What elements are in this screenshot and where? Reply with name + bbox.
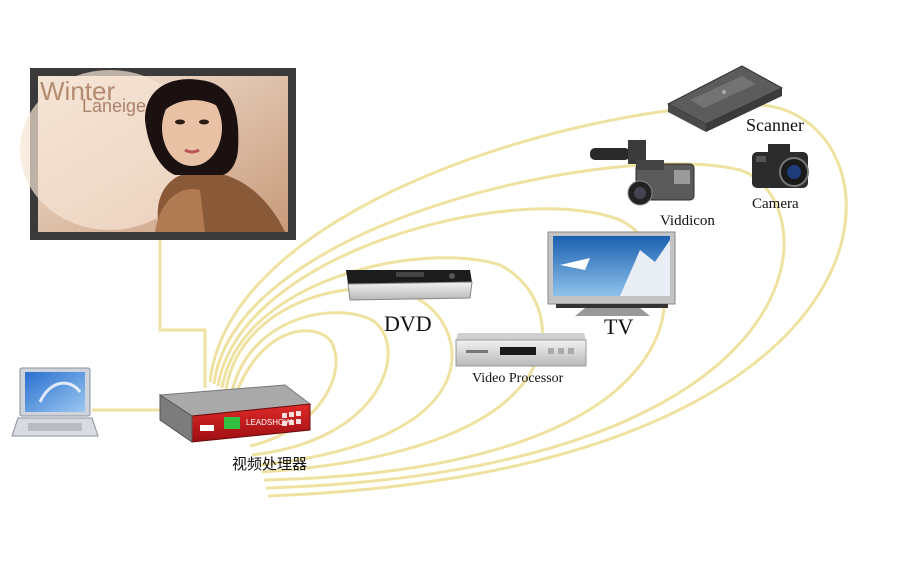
dvd-label: DVD bbox=[384, 311, 432, 336]
laptop bbox=[11, 367, 99, 437]
video-processor-unit: LEADSHOW bbox=[158, 384, 312, 443]
cable-loop-dvd bbox=[230, 311, 390, 457]
cable-loop-tv bbox=[220, 256, 544, 474]
watermark-line1: Winter bbox=[40, 76, 115, 106]
scanner-label: Scanner bbox=[746, 115, 804, 135]
video-processor-device bbox=[455, 333, 587, 367]
processor-brand: LEADSHOW bbox=[246, 418, 292, 427]
viddicon bbox=[590, 140, 695, 206]
cable-loop-viddicon bbox=[216, 207, 667, 482]
tv bbox=[547, 231, 676, 316]
camera-label: Camera bbox=[752, 196, 799, 212]
viddicon-label: Viddicon bbox=[660, 213, 715, 229]
watermark-line2: Laneige bbox=[82, 96, 146, 116]
cable-loop-video-processor bbox=[224, 287, 454, 467]
video-processor-label: Video Processor bbox=[472, 371, 564, 386]
display-monitor: Winter Laneige bbox=[20, 68, 296, 240]
cable-monitor bbox=[158, 240, 207, 388]
cable-loop-camera bbox=[212, 162, 786, 490]
camera bbox=[752, 144, 809, 188]
tv-label: TV bbox=[604, 314, 633, 339]
scanner bbox=[666, 65, 784, 132]
cable-loop-scanner bbox=[208, 103, 848, 498]
cables bbox=[92, 103, 848, 498]
processor-label: 视频处理器 bbox=[232, 456, 307, 473]
dvd-player bbox=[346, 270, 473, 301]
